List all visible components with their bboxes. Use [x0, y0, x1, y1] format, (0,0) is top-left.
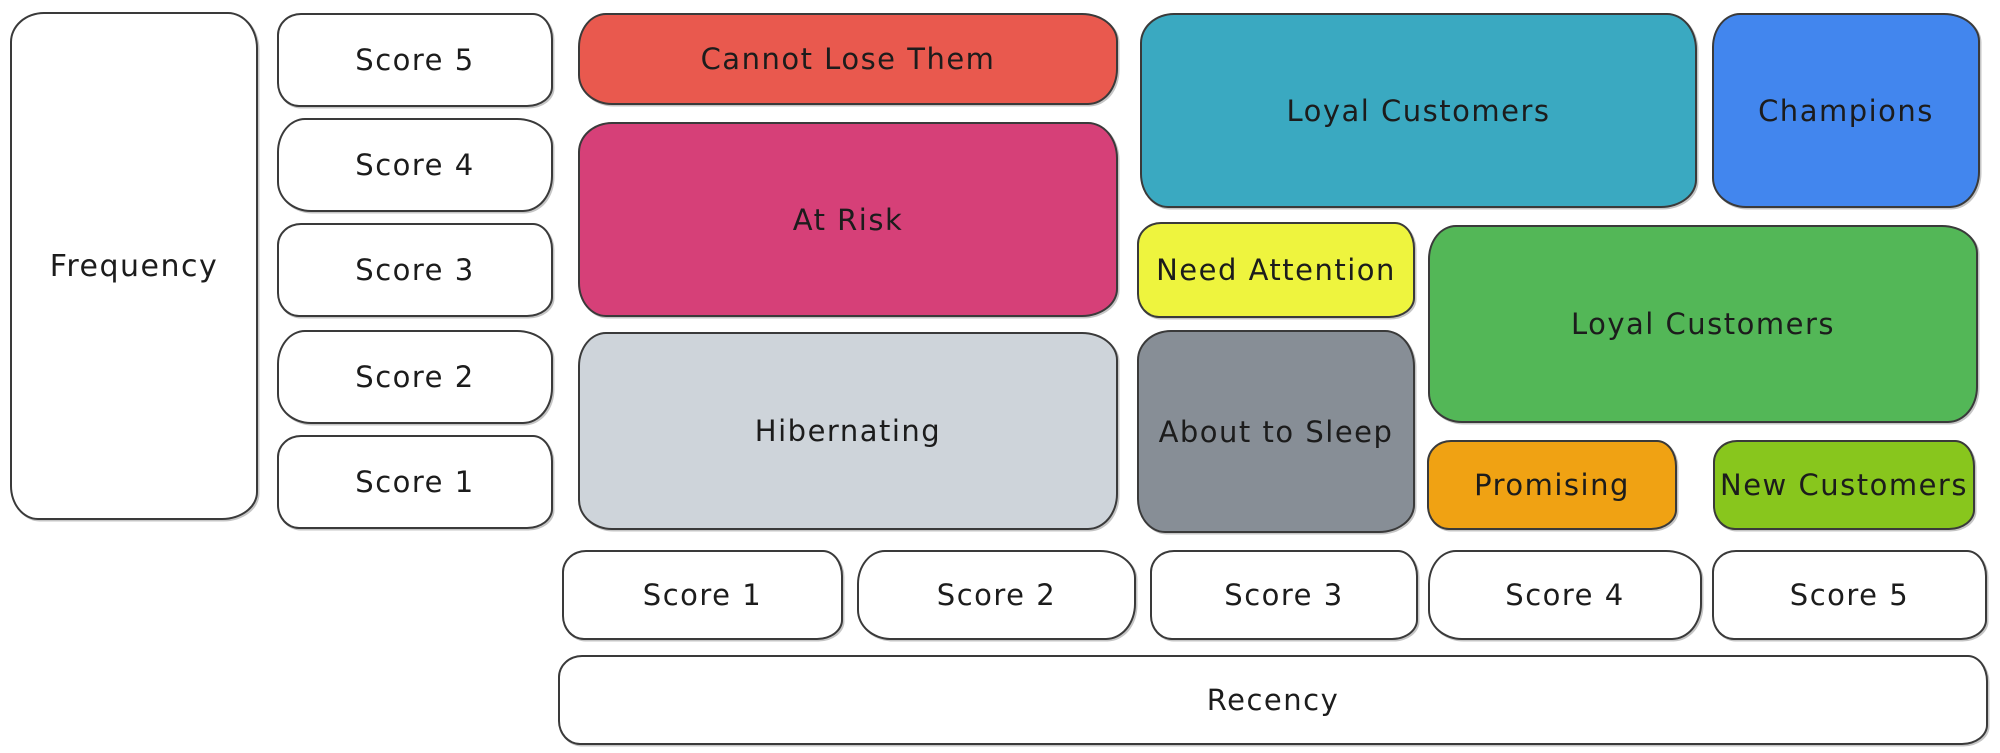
frequency-score-4: Score 4	[277, 118, 553, 212]
recency-score-2: Score 2	[857, 550, 1136, 640]
recency-score-4: Score 4	[1428, 550, 1702, 640]
segment-need-attention: Need Attention	[1137, 222, 1415, 318]
recency-axis-label: Recency	[558, 655, 1988, 745]
segment-cannot-lose-them: Cannot Lose Them	[578, 13, 1118, 105]
recency-score-3: Score 3	[1150, 550, 1418, 640]
recency-score-1: Score 1	[562, 550, 843, 640]
frequency-score-2: Score 2	[277, 330, 553, 424]
segment-loyal-customers-top: Loyal Customers	[1140, 13, 1697, 208]
segment-promising: Promising	[1427, 440, 1677, 530]
recency-score-5: Score 5	[1712, 550, 1987, 640]
frequency-score-3: Score 3	[277, 223, 553, 317]
frequency-score-5: Score 5	[277, 13, 553, 107]
frequency-axis-label: Frequency	[10, 12, 258, 520]
frequency-score-1: Score 1	[277, 435, 553, 529]
segment-loyal-customers-right: Loyal Customers	[1428, 225, 1978, 423]
segment-at-risk: At Risk	[578, 122, 1118, 317]
segment-new-customers: New Customers	[1713, 440, 1975, 530]
segment-hibernating: Hibernating	[578, 332, 1118, 530]
segment-about-to-sleep: About to Sleep	[1137, 330, 1415, 533]
segment-champions: Champions	[1712, 13, 1980, 208]
